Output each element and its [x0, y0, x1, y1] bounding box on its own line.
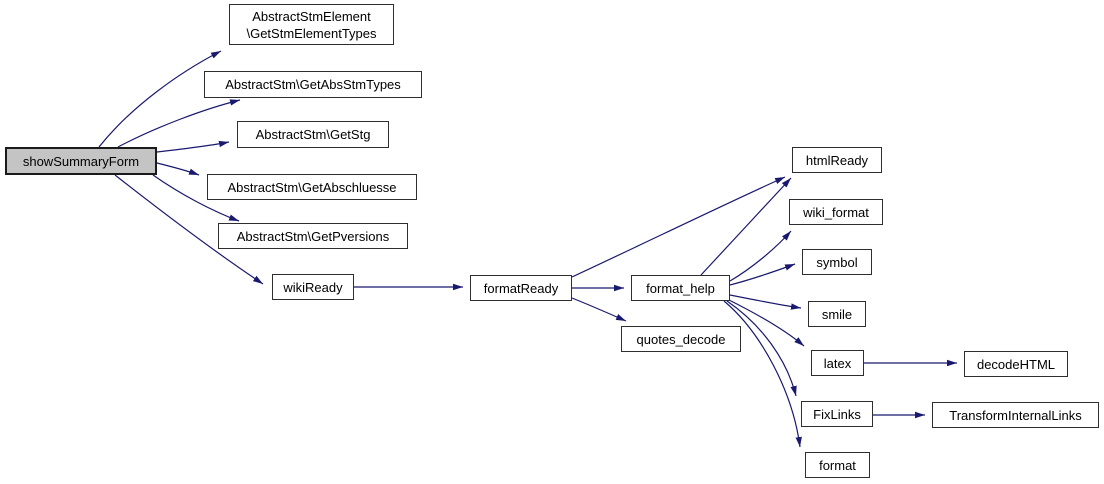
- edge-formathelp-smile: [729, 294, 802, 310]
- node-html-ready[interactable]: htmlReady: [792, 147, 882, 173]
- edge-formathelp-symbol: [729, 263, 796, 286]
- edge-showsummaryform-getstg: [156, 140, 230, 153]
- node-format-help[interactable]: format_help: [631, 275, 730, 301]
- edge-formathelp-format: [723, 300, 802, 448]
- edge-formatready-htmlready: [571, 176, 786, 278]
- node-wiki-format[interactable]: wiki_format: [789, 199, 883, 225]
- node-quotes-decode[interactable]: quotes_decode: [621, 326, 741, 352]
- node-abstractstmelement-getstmelementtypes[interactable]: AbstractStmElement \GetStmElementTypes: [229, 4, 394, 45]
- edge-formathelp-wikiformat: [729, 230, 792, 282]
- node-abstractstm-getstg[interactable]: AbstractStm\GetStg: [237, 121, 389, 148]
- node-show-summary-form: showSummaryForm: [5, 147, 157, 175]
- edge-showsummaryform-getpversions: [152, 174, 240, 222]
- node-format-ready[interactable]: formatReady: [470, 275, 572, 301]
- edge-formathelp-latex: [728, 299, 805, 347]
- node-symbol[interactable]: symbol: [802, 249, 872, 275]
- edge-showsummaryform-wikiready: [114, 174, 264, 285]
- node-decode-html[interactable]: decodeHTML: [964, 351, 1068, 377]
- edge-showsummaryform-getstmelementtypes: [98, 50, 222, 148]
- node-transform-internal-links[interactable]: TransformInternalLinks: [932, 402, 1099, 428]
- node-latex[interactable]: latex: [811, 350, 864, 376]
- node-format[interactable]: format: [805, 452, 870, 478]
- node-abstractstm-getpversions[interactable]: AbstractStm\GetPversions: [218, 223, 408, 249]
- node-smile[interactable]: smile: [808, 301, 866, 327]
- edge-formatready-quotesdecode: [571, 297, 627, 322]
- node-abstractstm-getabsstmtypes[interactable]: AbstractStm\GetAbsStmTypes: [204, 71, 422, 98]
- edge-formathelp-fixlinks: [726, 300, 797, 397]
- node-fix-links[interactable]: FixLinks: [801, 401, 873, 427]
- edge-formathelp-htmlready: [700, 177, 792, 276]
- edge-showsummaryform-getabsstmtypes: [117, 99, 241, 148]
- edge-showsummaryform-getabschluesse: [156, 162, 200, 176]
- node-wiki-ready[interactable]: wikiReady: [272, 274, 354, 300]
- node-abstractstm-getabschluesse[interactable]: AbstractStm\GetAbschluesse: [207, 174, 417, 200]
